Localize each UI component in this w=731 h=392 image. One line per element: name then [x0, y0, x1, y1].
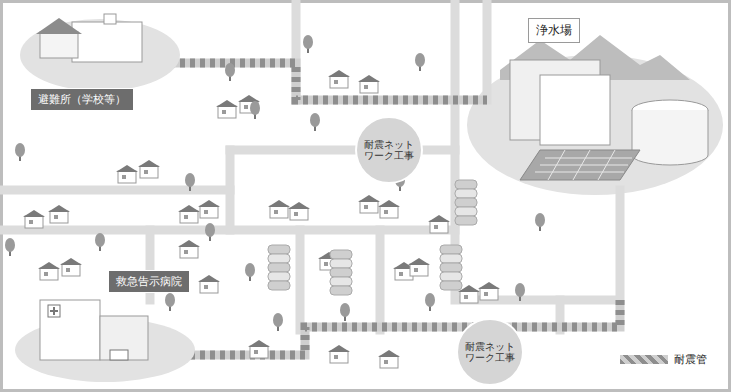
house — [378, 350, 400, 368]
house — [328, 70, 350, 88]
house — [378, 200, 400, 218]
node-label: 耐震ネットワーク工事 — [363, 139, 415, 162]
tree — [5, 238, 15, 256]
house — [178, 240, 200, 258]
house — [288, 202, 310, 220]
node-label: 耐震ネットワーク工事 — [464, 341, 516, 364]
house — [138, 160, 160, 178]
house — [428, 215, 450, 233]
house — [248, 340, 270, 358]
tree — [273, 313, 283, 331]
house — [48, 205, 70, 223]
school-building — [36, 14, 142, 62]
tree — [515, 283, 525, 301]
tree — [310, 113, 320, 131]
house — [216, 100, 238, 118]
house — [268, 200, 290, 218]
house — [198, 200, 220, 218]
house — [60, 258, 82, 276]
house — [116, 165, 138, 183]
house — [478, 282, 500, 300]
tree — [225, 63, 235, 81]
apartment-tower — [455, 180, 477, 225]
seismic-pipe — [170, 63, 620, 355]
network-circle: 耐震ネットワーク工事 — [355, 116, 423, 184]
tree — [185, 173, 195, 191]
tree — [415, 53, 425, 71]
label-box: 浄水場 — [528, 18, 580, 43]
label-box: 避難所（学校等） — [30, 88, 134, 111]
house — [358, 75, 380, 93]
house — [408, 258, 430, 276]
tree — [165, 293, 175, 311]
house — [38, 262, 60, 280]
house — [358, 195, 380, 213]
legend-label: 耐震管 — [674, 352, 707, 367]
house — [23, 210, 45, 228]
label-box: 救急告示病院 — [108, 270, 190, 293]
tree — [205, 223, 215, 241]
network-circle: 耐震ネットワーク工事 — [456, 318, 524, 386]
node-label: 浄水場 — [536, 23, 572, 37]
tree — [535, 213, 545, 231]
hospital-building — [40, 300, 148, 360]
shelter-ground — [20, 19, 180, 91]
legend-swatch — [620, 355, 668, 364]
tree — [303, 35, 313, 53]
apartment-tower — [268, 245, 290, 290]
apartment-tower — [330, 250, 352, 295]
tree — [245, 263, 255, 281]
tree — [15, 143, 25, 161]
node-label: 救急告示病院 — [116, 275, 182, 288]
node-label: 避難所（学校等） — [38, 93, 126, 106]
house — [178, 205, 200, 223]
tree — [425, 293, 435, 311]
house — [328, 345, 350, 363]
house — [198, 275, 220, 293]
water-plant — [500, 35, 708, 180]
tree — [250, 101, 260, 119]
tree — [340, 303, 350, 321]
apartment-tower — [440, 245, 462, 290]
tree — [95, 233, 105, 251]
legend-item: 耐震管 — [620, 352, 707, 367]
